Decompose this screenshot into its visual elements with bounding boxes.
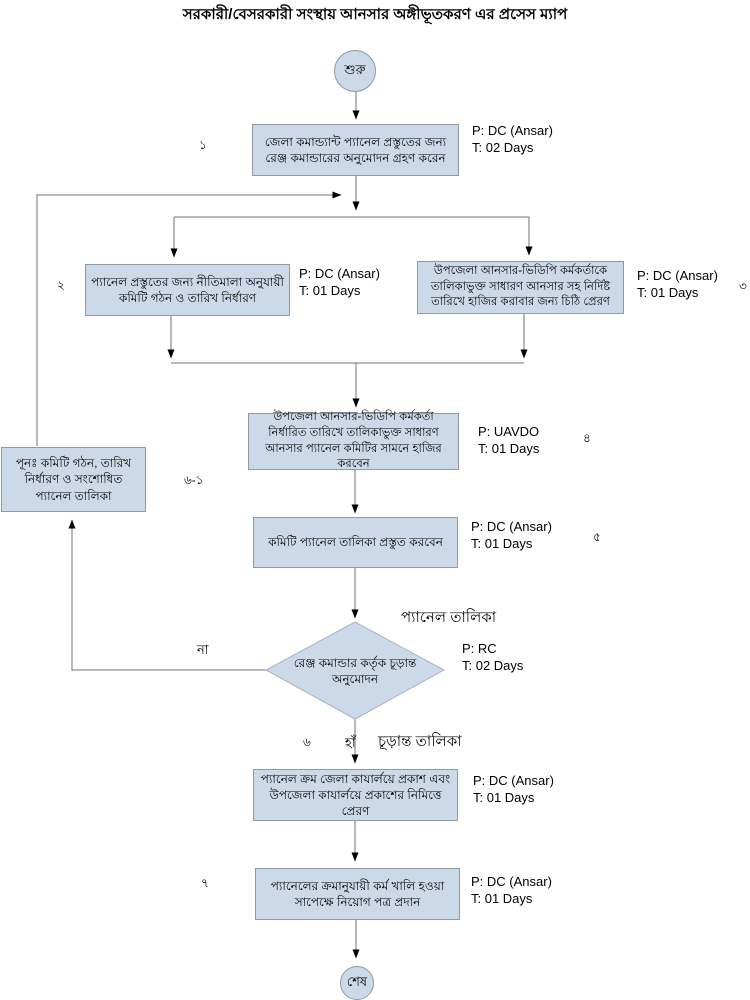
step1-number: ১: [199, 138, 207, 152]
step7-owner-time: P: DC (Ansar) T: 01 Days: [471, 873, 552, 907]
page-title: সরকারী/বেসরকারী সংস্থায় আনসার অঙ্গীভূতক…: [182, 6, 568, 23]
step1-time: T: 02 Days: [472, 140, 534, 155]
step5-time: T: 01 Days: [471, 536, 533, 551]
decision-yes-label: হাঁ: [345, 735, 356, 750]
step4-box: উপজেলা আনসার-ভিডিপি কর্মকর্তা নির্ধারিত …: [248, 411, 459, 470]
step6-owner: P: DC (Ansar): [473, 773, 554, 788]
step7-time: T: 01 Days: [471, 891, 533, 906]
edge-decision-no: [68, 519, 266, 671]
decision-owner-time: P: RC T: 02 Days: [462, 640, 523, 674]
step4-number: ৪: [583, 431, 591, 445]
step3-number: ৩: [739, 279, 747, 293]
step4-time: T: 01 Days: [478, 441, 540, 456]
decision-no-label: না: [197, 642, 209, 657]
step2-number: ২: [57, 278, 65, 292]
decision-output-label: চূড়ান্ত তালিকা: [378, 733, 462, 750]
step1-owner: P: DC (Ansar): [472, 123, 553, 138]
redo-box: পূনঃ কমিটি গঠন, তারিখ নির্ধারণ ও সংশোধিত…: [1, 447, 146, 512]
step2-box: প্যানেল প্রস্তুতের জন্য নীতিমালা অনুযায়…: [85, 264, 290, 316]
step1-owner-time: P: DC (Ansar) T: 02 Days: [472, 122, 553, 156]
step1-box: জেলা কমান্ড্যান্ট প্যানেল প্রস্তুতের জন্…: [252, 124, 459, 176]
decision-diamond-shape: [264, 621, 446, 720]
step4-owner-time: P: UAVDO T: 01 Days: [478, 423, 539, 457]
step4-owner: P: UAVDO: [478, 424, 540, 439]
step7-owner: P: DC (Ansar): [471, 874, 552, 889]
step5-box: কমিটি প্যানেল তালিকা প্রস্তুত করবেন: [253, 517, 458, 568]
decision-input-label: প্যানেল তালিকা: [401, 609, 497, 626]
edge-redo-feedback: [36, 191, 342, 446]
step6-time: T: 01 Days: [473, 790, 535, 805]
decision-number: ৬: [303, 735, 311, 749]
step7-box: প্যানেলের ক্রমানুযায়ী কর্ম খালি হওয়া স…: [255, 868, 460, 920]
redo-number: ৬-১: [184, 473, 204, 487]
start-node: শুরু: [334, 50, 376, 92]
step7-number: ৭: [201, 876, 209, 890]
step2-time: T: 01 Days: [299, 283, 361, 298]
step3-time: T: 01 Days: [637, 285, 699, 300]
step5-owner-time: P: DC (Ansar) T: 01 Days: [471, 518, 552, 552]
step3-box: উপজেলা আনসার-ভিডিপি কর্মকর্তাকে তালিকাভু…: [417, 261, 624, 314]
step6-owner-time: P: DC (Ansar) T: 01 Days: [473, 772, 554, 806]
step2-owner: P: DC (Ansar): [299, 266, 380, 281]
decision-node-label: রেঞ্জ কমান্ডার কর্তৃক চূড়ান্ত অনুমোদন: [293, 655, 417, 686]
step2-owner-time: P: DC (Ansar) T: 01 Days: [299, 265, 380, 299]
decision-time: T: 02 Days: [462, 658, 524, 673]
step3-owner-time: P: DC (Ansar) T: 01 Days: [637, 267, 718, 301]
step5-owner: P: DC (Ansar): [471, 519, 552, 534]
step5-number: ৫: [593, 530, 601, 544]
decision-owner: P: RC: [462, 641, 497, 656]
end-node: শেষ: [340, 966, 374, 1000]
step3-owner: P: DC (Ansar): [637, 268, 718, 283]
step6-box: প্যানেল ক্রম জেলা কাযার্লয়ে প্রকাশ এবং …: [253, 769, 458, 821]
